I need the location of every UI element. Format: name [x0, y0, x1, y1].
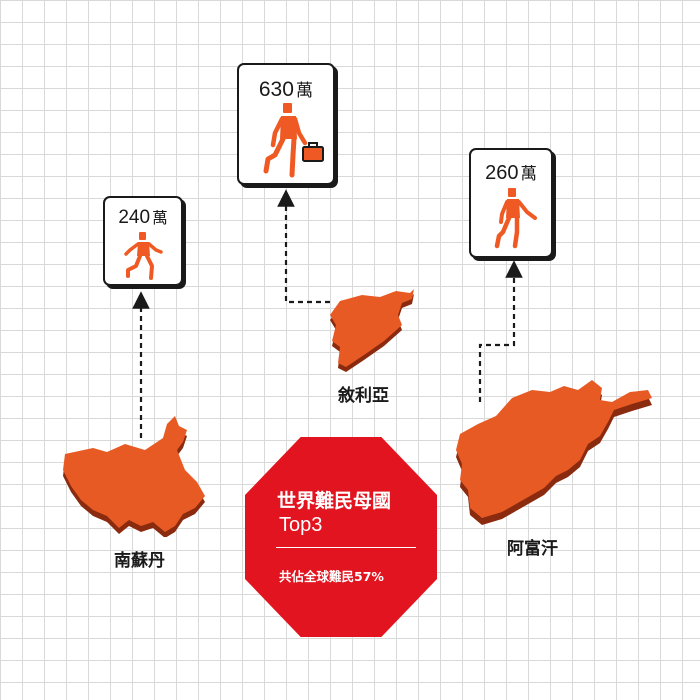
syria-unit: 萬 — [295, 81, 314, 101]
south-sudan-number: 240 — [118, 207, 151, 228]
person-walking-with-suitcase-icon — [263, 103, 324, 178]
callout-note: 共佔全球難民57% — [279, 569, 384, 584]
callout-subtitle: Top3 — [279, 514, 323, 536]
person-walking-icon — [494, 188, 537, 249]
south-sudan-unit: 萬 — [152, 209, 168, 227]
afghanistan-unit: 萬 — [520, 164, 537, 183]
afghanistan-map — [456, 380, 652, 525]
afghanistan-number: 260 — [485, 162, 519, 184]
syria-number: 630 — [258, 78, 294, 101]
callout-divider — [276, 547, 416, 548]
arrow-afghanistan — [478, 260, 523, 402]
south-sudan-label: 南蘇丹 — [114, 551, 165, 571]
callout-octagon — [245, 437, 437, 637]
syria-label: 敘利亞 — [338, 386, 389, 406]
callout-title: 世界難民母國 — [277, 490, 392, 512]
afghanistan-label: 阿富汗 — [507, 539, 558, 559]
person-running-icon — [124, 232, 163, 280]
syria-map — [330, 289, 414, 372]
south-sudan-map — [63, 416, 205, 537]
